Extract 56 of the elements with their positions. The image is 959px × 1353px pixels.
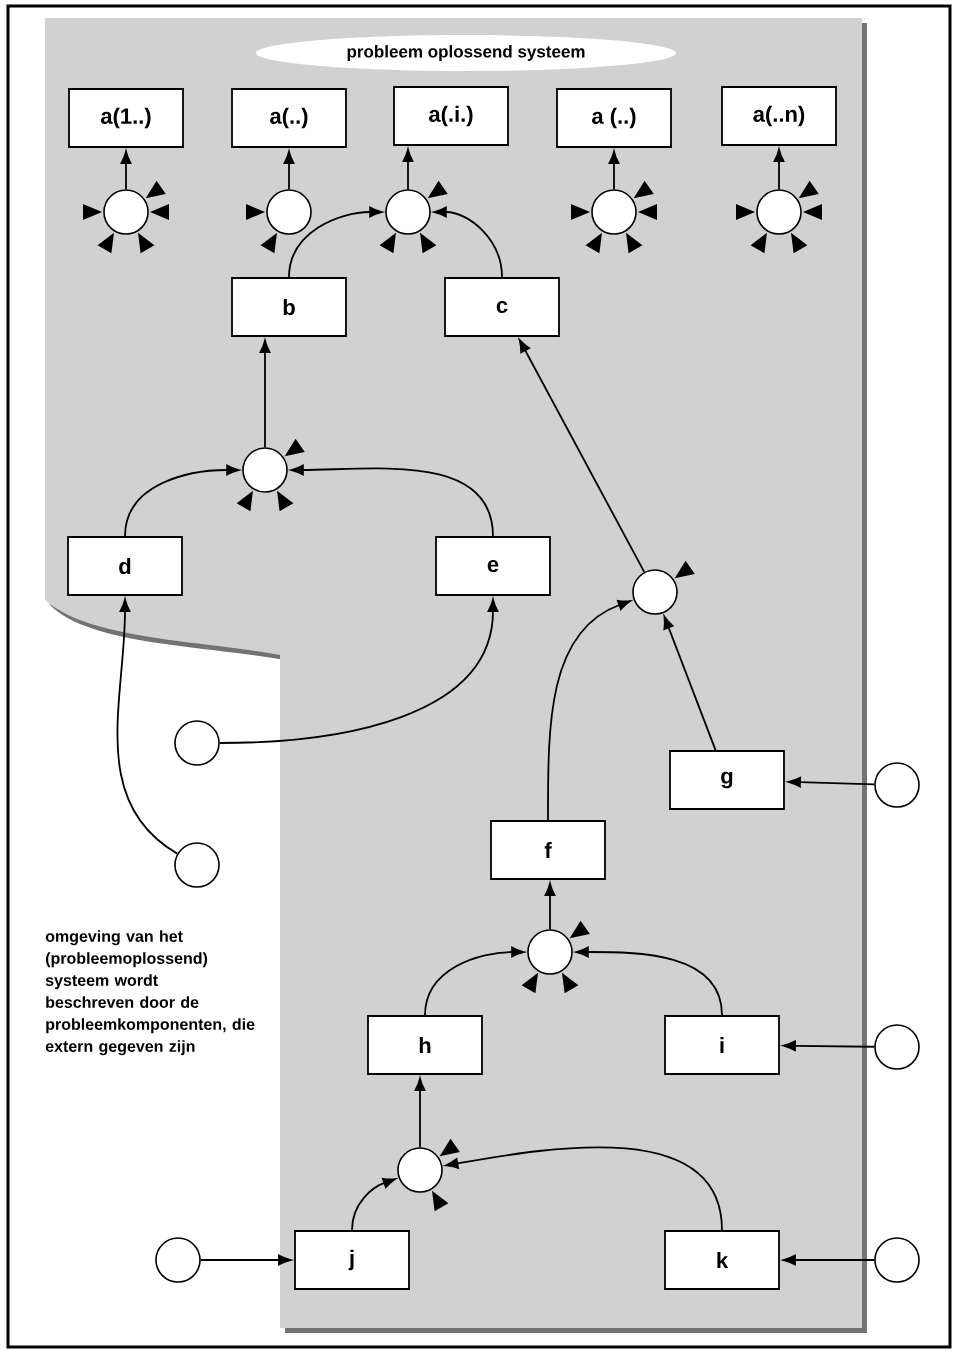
component-box: j bbox=[294, 1230, 410, 1290]
component-box: b bbox=[231, 277, 347, 337]
arrow bbox=[290, 464, 494, 537]
circle bbox=[103, 189, 149, 235]
component-box: d bbox=[67, 536, 183, 596]
arrow bbox=[445, 1146, 723, 1231]
arrow bbox=[608, 150, 620, 191]
component-box: g bbox=[669, 750, 785, 810]
arrow bbox=[414, 1077, 426, 1149]
component-box: a(..n) bbox=[721, 86, 837, 146]
circle bbox=[385, 189, 431, 235]
component-box: a(..) bbox=[231, 88, 347, 148]
circle bbox=[527, 929, 573, 975]
arrow bbox=[547, 599, 631, 821]
arrow bbox=[283, 150, 295, 191]
circle bbox=[591, 189, 637, 235]
arrow bbox=[402, 148, 414, 191]
component-box: a (..) bbox=[556, 88, 672, 148]
component-box: c bbox=[444, 277, 560, 337]
arrow bbox=[782, 1254, 876, 1266]
circle bbox=[174, 842, 220, 888]
component-box: e bbox=[435, 536, 551, 596]
arrow bbox=[575, 946, 723, 1016]
arrow bbox=[782, 1040, 876, 1052]
circle bbox=[874, 1024, 920, 1070]
circle bbox=[242, 447, 288, 493]
component-box: i bbox=[664, 1015, 780, 1075]
component-box: a(1..) bbox=[68, 88, 184, 148]
arrow bbox=[116, 598, 179, 855]
circle bbox=[397, 1147, 443, 1193]
circle bbox=[266, 189, 312, 235]
circle bbox=[874, 762, 920, 808]
arrow bbox=[120, 150, 132, 191]
circle bbox=[155, 1237, 201, 1283]
arrow bbox=[288, 206, 383, 278]
arrow bbox=[199, 1254, 292, 1266]
arrow bbox=[433, 206, 503, 278]
circle bbox=[174, 720, 220, 766]
arrow bbox=[351, 1177, 396, 1231]
arrow bbox=[424, 946, 525, 1016]
arrow bbox=[787, 776, 876, 788]
circle bbox=[756, 189, 802, 235]
circle bbox=[874, 1237, 920, 1283]
arrow bbox=[773, 148, 785, 191]
arrow bbox=[259, 339, 271, 449]
arrow bbox=[218, 598, 499, 744]
description-text: omgeving van het (probleemoplossend) systeem wordt beschreven door de probleemkomponenten, die extern gegeven zijn bbox=[45, 930, 255, 1056]
component-box: h bbox=[367, 1015, 483, 1075]
component-box: k bbox=[664, 1230, 780, 1290]
component-box: a(.i.) bbox=[393, 86, 509, 146]
arrow bbox=[124, 464, 240, 537]
component-box: f bbox=[490, 820, 606, 880]
arrow bbox=[663, 615, 717, 751]
circle bbox=[632, 569, 678, 615]
arrow bbox=[518, 339, 646, 573]
arrow bbox=[544, 882, 556, 931]
